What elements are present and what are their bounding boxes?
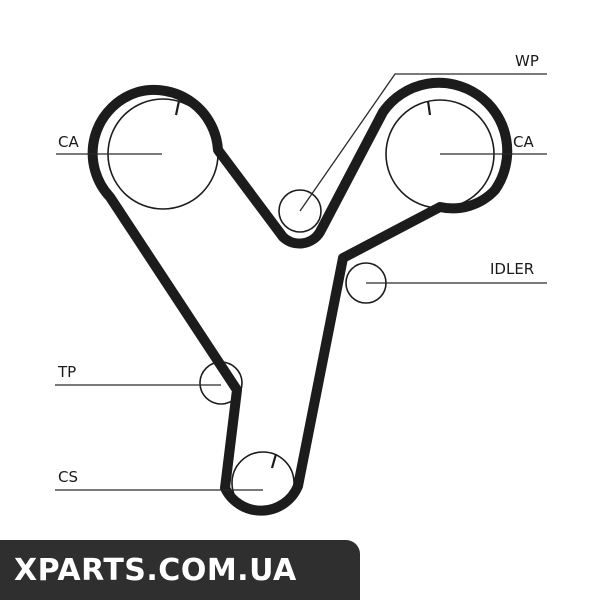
timing-belt (87, 77, 513, 516)
label-tp: TP (57, 363, 76, 381)
water-pump-pulley (278, 189, 322, 233)
crankshaft-pulley (231, 451, 295, 515)
label-idler: IDLER (490, 260, 534, 278)
leader-wp (299, 73, 547, 212)
watermark-text: XPARTS.COM.UA (14, 552, 297, 588)
label-wp: WP (515, 52, 539, 70)
label-ca-left: CA (58, 133, 79, 151)
watermark-banner: XPARTS.COM.UA (0, 540, 360, 600)
label-ca-right: CA (513, 133, 534, 151)
tensioner-pulley (199, 361, 243, 405)
label-cs: CS (58, 468, 78, 486)
